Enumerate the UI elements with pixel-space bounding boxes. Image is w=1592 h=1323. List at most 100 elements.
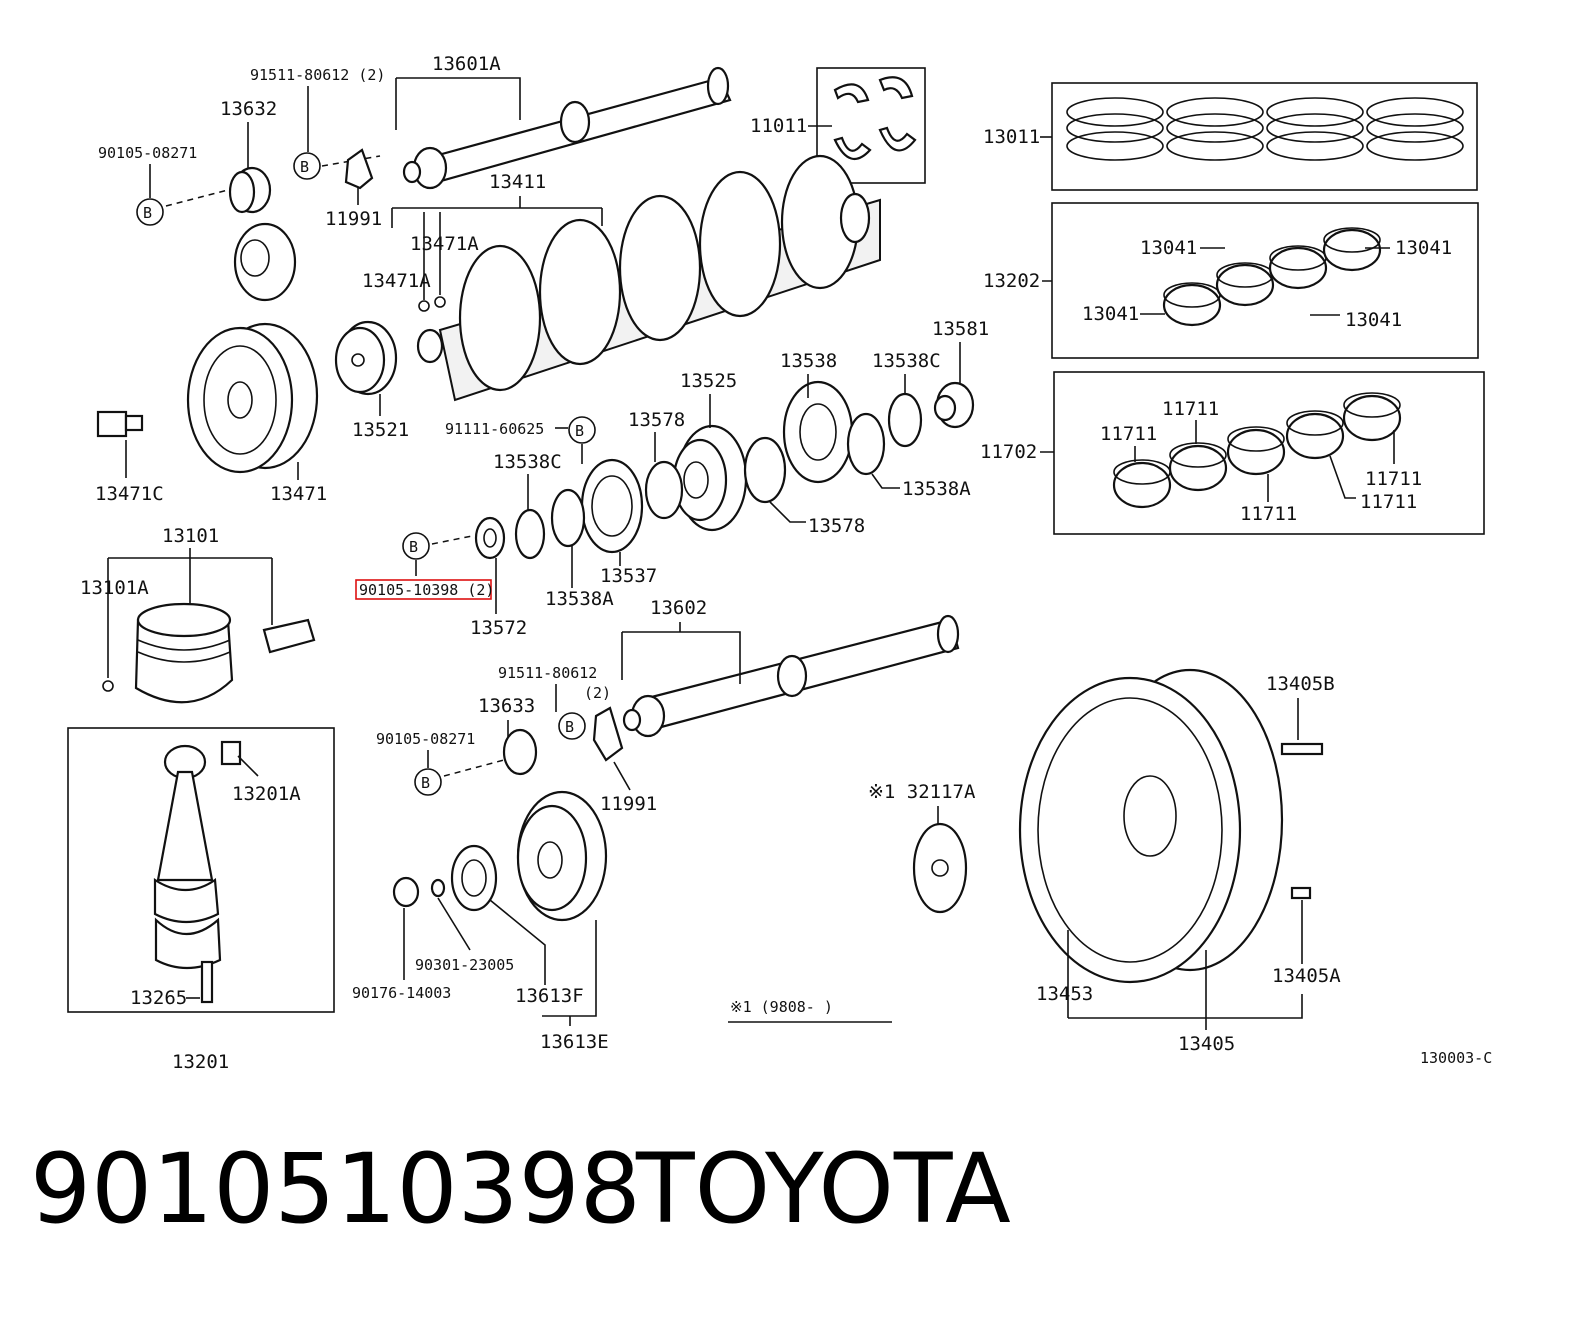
- pin-13405A: [1290, 886, 1312, 900]
- label-13041-b: 13041: [1395, 237, 1452, 259]
- label-13633: 13633: [478, 695, 535, 717]
- label-13201: 13201: [172, 1051, 229, 1073]
- drive-plate-32117A: [912, 822, 968, 914]
- label-13537: 13537: [600, 565, 657, 587]
- label-11711-c: 11711: [1365, 468, 1422, 490]
- b-marker-label: B: [575, 422, 584, 440]
- label-90176-14003: 90176-14003: [352, 984, 451, 1002]
- label-11011: 11011: [750, 115, 807, 137]
- label-11711-a: 11711: [1100, 423, 1157, 445]
- label-13101A: 13101A: [80, 577, 149, 599]
- label-91511-80612: 91511-80612: [498, 664, 597, 682]
- b-marker-icon: [293, 152, 321, 180]
- label-13602: 13602: [650, 597, 707, 619]
- ring-13538A: [550, 488, 586, 548]
- label-13201A: 13201A: [232, 783, 301, 805]
- plate-13537: [580, 458, 644, 554]
- brand-caption: TOYOTA: [635, 1133, 1011, 1245]
- label-13471A-a: 13471A: [410, 233, 479, 255]
- label-13613F: 13613F: [515, 985, 584, 1007]
- b-marker-icon: [402, 532, 430, 560]
- label-13471A-b: 13471A: [362, 270, 431, 292]
- label-11991-top: 11991: [325, 208, 382, 230]
- label-13613E: 13613E: [540, 1031, 609, 1053]
- cap-13581: [933, 381, 975, 429]
- b-marker-label: B: [300, 158, 309, 176]
- b-marker-label: B: [409, 538, 418, 556]
- b-marker-icon: [136, 198, 164, 226]
- label-90105-08271-top: 90105-08271: [98, 144, 197, 162]
- bolt-90176-14003: [392, 876, 420, 908]
- plate-11991-top: [344, 148, 374, 190]
- balance-shaft-13601A: [402, 66, 732, 190]
- thrust-plate-13538: [782, 380, 854, 484]
- label-13538C-top: 13538C: [872, 350, 941, 372]
- snap-ring-13578-b: [743, 436, 787, 504]
- connecting-rod-13201: [153, 740, 242, 1004]
- b-marker-label: B: [143, 204, 152, 222]
- applicability-note: ※1 (9808- ): [730, 998, 833, 1016]
- label-13405: 13405: [1178, 1033, 1235, 1055]
- main-bearing-set-icon: [1162, 227, 1382, 327]
- label-13632: 13632: [220, 98, 277, 120]
- flywheel-13405: [1018, 668, 1284, 984]
- label-13521: 13521: [352, 419, 409, 441]
- label-13471C: 13471C: [95, 483, 164, 505]
- label-91111-60625: 91111-60625: [445, 420, 544, 438]
- label-91511-80612-2: 91511-80612 (2): [250, 66, 385, 84]
- box-13011: [1051, 82, 1478, 191]
- label-13538A: 13538A: [545, 588, 614, 610]
- label-13011: 13011: [983, 126, 1040, 148]
- ring-13538A-right: [846, 412, 886, 476]
- b-marker-icon: [558, 712, 586, 740]
- label-13572: 13572: [470, 617, 527, 639]
- label-13538A-right: 13538A: [902, 478, 971, 500]
- plate-11991-bottom: [592, 706, 624, 762]
- piston-13101: [102, 602, 316, 704]
- balance-gear-icon: [233, 222, 297, 302]
- timing-pulley-13613E: [516, 790, 608, 922]
- label-13578-a: 13578: [628, 409, 685, 431]
- label-90105-10398-highlighted[interactable]: 90105-10398 (2): [359, 581, 494, 599]
- piston-ring-set-icon: [1066, 97, 1464, 161]
- label-32117A: ※1 32117A: [868, 781, 976, 803]
- label-11702: 11702: [980, 441, 1037, 463]
- part-number-caption: 9010510398: [30, 1133, 641, 1245]
- leader-13601A: [395, 77, 521, 130]
- washer-13572: [474, 516, 506, 560]
- ring-13538C-top: [887, 392, 923, 448]
- label-13202: 13202: [983, 270, 1040, 292]
- label-13453: 13453: [1036, 983, 1093, 1005]
- gear-13525: [672, 424, 748, 532]
- diagram-code: 130003-C: [1420, 1049, 1492, 1067]
- b-marker-label: B: [565, 718, 574, 736]
- label-13578-b: 13578: [808, 515, 865, 537]
- timing-gear-13521: [334, 320, 398, 396]
- label-13471: 13471: [270, 483, 327, 505]
- label-13405A: 13405A: [1272, 965, 1341, 987]
- washer-90301-23005: [430, 878, 446, 898]
- gear-13633: [502, 728, 538, 776]
- label-90105-08271-bottom: 90105-08271: [376, 730, 475, 748]
- label-13041-d: 13041: [1345, 309, 1402, 331]
- label-13601A: 13601A: [432, 53, 501, 75]
- label-13538: 13538: [780, 350, 837, 372]
- label-13538C: 13538C: [493, 451, 562, 473]
- b-marker-label: B: [421, 774, 430, 792]
- crank-pulley-13471: [186, 322, 319, 474]
- label-13411: 13411: [489, 171, 546, 193]
- snap-ring-13578-a: [644, 460, 684, 520]
- highlight-box: [355, 579, 492, 600]
- label-13041-a: 13041: [1140, 237, 1197, 259]
- label-11711-b: 11711: [1162, 398, 1219, 420]
- balance-shaft-13602: [622, 614, 960, 738]
- b-marker-icon: [414, 768, 442, 796]
- label-90301-23005: 90301-23005: [415, 956, 514, 974]
- label-11991-bottom: 11991: [600, 793, 657, 815]
- bolt-13405B: [1280, 742, 1324, 756]
- crankshaft-13411: [416, 154, 881, 402]
- ring-13538C: [514, 508, 546, 560]
- label-13101: 13101: [162, 525, 219, 547]
